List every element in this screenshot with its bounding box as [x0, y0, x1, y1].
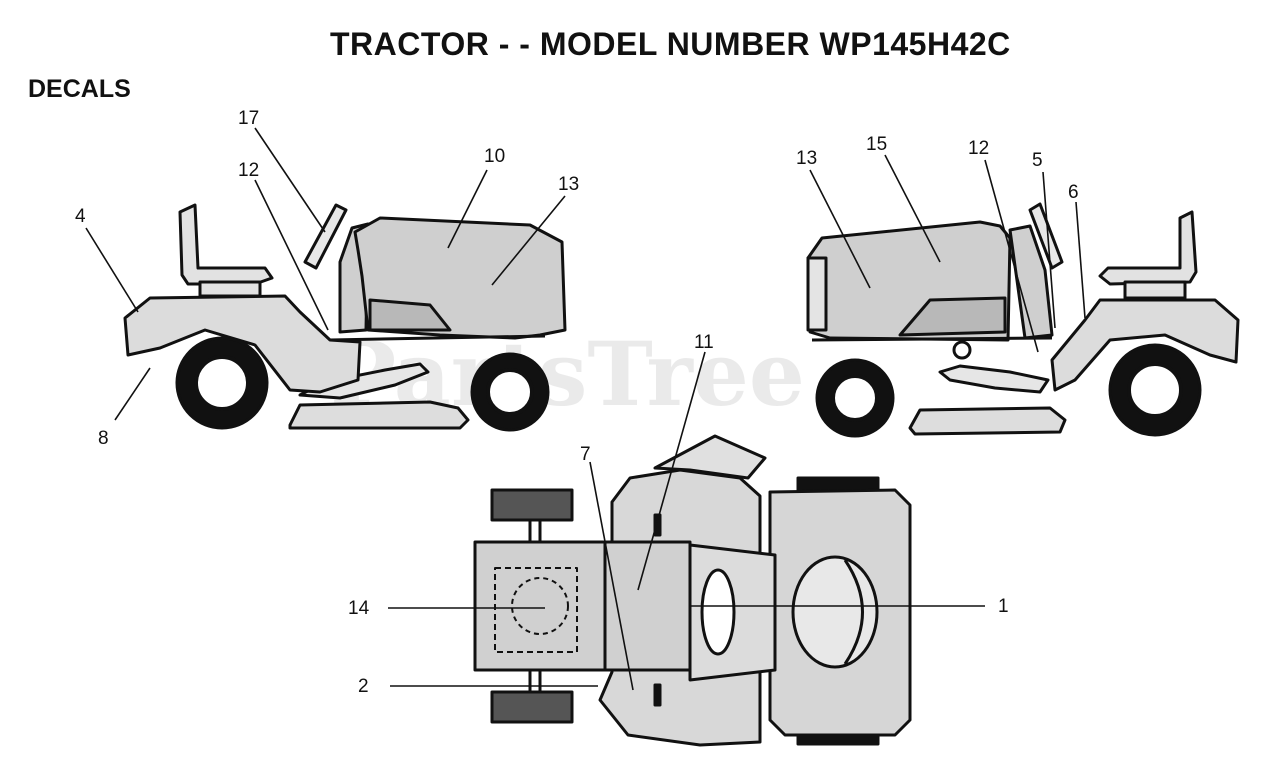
tractor-top-view — [473, 434, 912, 747]
callout-4: 4 — [75, 206, 86, 227]
callout-15: 15 — [866, 134, 887, 155]
section-title: DECALS — [28, 75, 131, 103]
mower-deck-left — [288, 400, 470, 430]
seat-left — [178, 203, 274, 286]
callout-14: 14 — [348, 598, 370, 619]
page-title: TRACTOR - - MODEL NUMBER WP145H42C — [330, 26, 1011, 62]
callout-13-right: 13 — [796, 148, 817, 169]
steering-wheel-right — [1028, 202, 1064, 270]
callout-1: 1 — [998, 596, 1009, 617]
hood-top — [473, 540, 692, 672]
leader-lines-left — [85, 127, 566, 421]
callout-5: 5 — [1032, 150, 1043, 171]
leader-lines-top — [388, 351, 985, 691]
callout-6: 6 — [1068, 182, 1079, 203]
footrest-right — [938, 364, 1050, 394]
callout-17: 17 — [238, 108, 259, 129]
callout-11: 11 — [694, 332, 714, 353]
mower-deck-right — [908, 406, 1067, 436]
callout-12-right: 12 — [968, 138, 989, 159]
callout-12-left: 12 — [238, 160, 259, 181]
callout-13-left: 13 — [558, 174, 579, 195]
seat-right — [1098, 210, 1198, 286]
steering-column-right — [1008, 224, 1054, 340]
tractor-left-view — [123, 203, 567, 432]
front-tire-bottom — [490, 690, 574, 724]
tractor-right-view — [806, 202, 1240, 438]
callout-10: 10 — [484, 146, 505, 167]
rear-fender-right — [1050, 298, 1240, 392]
front-tire-top — [490, 488, 574, 522]
steering-wheel-left — [303, 203, 348, 270]
callout-8: 8 — [98, 428, 109, 449]
leader-lines-right — [809, 154, 1086, 353]
callout-7: 7 — [580, 444, 591, 465]
rear-fender-left — [123, 294, 362, 394]
callout-2: 2 — [358, 676, 369, 697]
